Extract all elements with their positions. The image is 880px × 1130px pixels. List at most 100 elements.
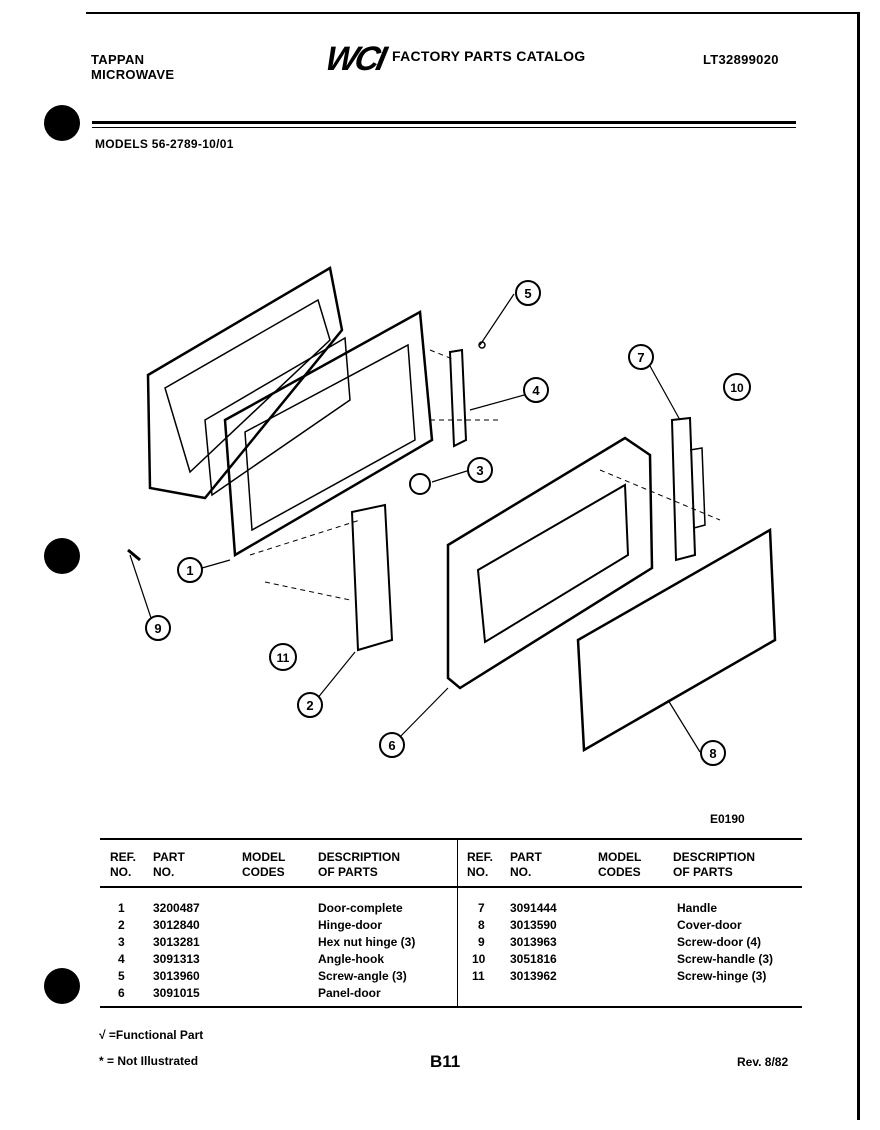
ref-number: 6: [118, 986, 125, 1000]
part-description: Screw-angle (3): [318, 969, 407, 983]
brand-name: TAPPAN MICROWAVE: [91, 52, 174, 82]
svg-text:10: 10: [730, 381, 744, 395]
part-number: 3013281: [153, 935, 200, 949]
table-rule-middle: [457, 838, 458, 1008]
functional-part-note: √ =Functional Part: [99, 1028, 204, 1042]
assembly-lines: [249, 349, 721, 601]
part-number: 3051816: [510, 952, 557, 966]
brand-line-2: MICROWAVE: [91, 67, 175, 82]
table-rule-bottom: [100, 1006, 802, 1008]
catalog-number: LT32899020: [703, 52, 779, 67]
ref-number: 3: [118, 935, 125, 949]
door-frame-outer: [146, 266, 344, 500]
exploded-parts-diagram: 1 2 3 4 5 6 7 8 9 10 11: [127, 266, 777, 766]
part-description: Panel-door: [318, 986, 381, 1000]
part-description: Cover-door: [677, 918, 742, 932]
cover-door: [576, 527, 777, 753]
part-description: Screw-hinge (3): [677, 969, 767, 983]
svg-text:7: 7: [637, 350, 644, 365]
callout-8: 8: [700, 740, 726, 766]
angle-hook: [448, 348, 468, 448]
part-number: 3013963: [510, 935, 557, 949]
ref-number: 8: [478, 918, 485, 932]
not-illustrated-note: * = Not Illustrated: [99, 1054, 199, 1068]
part-number: 3200487: [153, 901, 200, 915]
part-number: 3013590: [510, 918, 557, 932]
hex-nut: [409, 473, 431, 495]
part-description: Hinge-door: [318, 918, 382, 932]
callout-4: 4: [523, 377, 549, 403]
punch-hole: [44, 105, 80, 141]
callout-10: 10: [723, 373, 751, 401]
part-number: 3012840: [153, 918, 200, 932]
svg-text:1: 1: [186, 563, 193, 578]
ref-number: 9: [478, 935, 485, 949]
part-number: 3091015: [153, 986, 200, 1000]
ref-number: 11: [472, 969, 485, 983]
part-number: 3091444: [510, 901, 557, 915]
svg-text:5: 5: [524, 286, 531, 301]
screw-9: [127, 548, 141, 562]
callout-3: 3: [467, 457, 493, 483]
callout-11: 11: [269, 643, 297, 671]
part-number: 3013960: [153, 969, 200, 983]
outer-door-window: [476, 483, 630, 644]
inner-door-panel: [223, 309, 434, 558]
table-row: 1: [118, 901, 125, 915]
brand-line-1: TAPPAN: [91, 52, 145, 67]
ref-number: 10: [472, 952, 486, 966]
punch-hole: [44, 538, 80, 574]
svg-text:6: 6: [388, 738, 395, 753]
part-description: Handle: [677, 901, 718, 915]
table-rule-header: [100, 886, 802, 888]
col-header-ref: REF.NO.: [110, 850, 137, 879]
part-description: Screw-handle (3): [677, 952, 774, 966]
revision-label: Rev. 8/82: [737, 1055, 789, 1069]
diagram-code: E0190: [710, 812, 745, 826]
col-header-ref-right: REF.NO.: [467, 850, 494, 879]
header-rule-thin: [92, 127, 796, 128]
leader-lines: [129, 293, 701, 753]
page-border: [86, 12, 860, 1120]
callout-7: 7: [628, 344, 654, 370]
catalog-title: FACTORY PARTS CATALOG: [392, 48, 586, 64]
door-frame-inner: [164, 298, 331, 474]
part-number: 3091313: [153, 952, 200, 966]
svg-text:2: 2: [306, 698, 313, 713]
header-rule: [92, 121, 796, 124]
door-handle: [670, 416, 697, 562]
callout-9: 9: [145, 615, 171, 641]
callout-2: 2: [297, 692, 323, 718]
callout-5: 5: [515, 280, 541, 306]
callout-6: 6: [379, 732, 405, 758]
svg-text:3: 3: [476, 463, 483, 478]
svg-text:4: 4: [532, 383, 540, 398]
ref-number: 5: [118, 969, 125, 983]
part-description: Screw-door (4): [677, 935, 762, 949]
svg-text:8: 8: [709, 746, 716, 761]
svg-text:9: 9: [154, 621, 161, 636]
page-number: B11: [430, 1052, 461, 1071]
svg-text:11: 11: [277, 651, 290, 665]
ref-number: 4: [118, 952, 125, 966]
ref-number: 2: [118, 918, 125, 932]
inner-door-window: [244, 343, 416, 532]
hinge-door: [350, 503, 394, 652]
part-description: Door-complete: [318, 901, 403, 915]
wci-logo: WCI: [322, 40, 388, 78]
punch-hole: [44, 968, 80, 1004]
screen-sheet: [204, 336, 351, 497]
part-description: Angle-hook: [318, 952, 384, 966]
outer-door-panel: [446, 436, 654, 690]
callout-1: 1: [177, 557, 203, 583]
table-rule-top: [100, 838, 802, 840]
ref-number: 7: [478, 901, 485, 915]
part-number: 3013962: [510, 969, 557, 983]
